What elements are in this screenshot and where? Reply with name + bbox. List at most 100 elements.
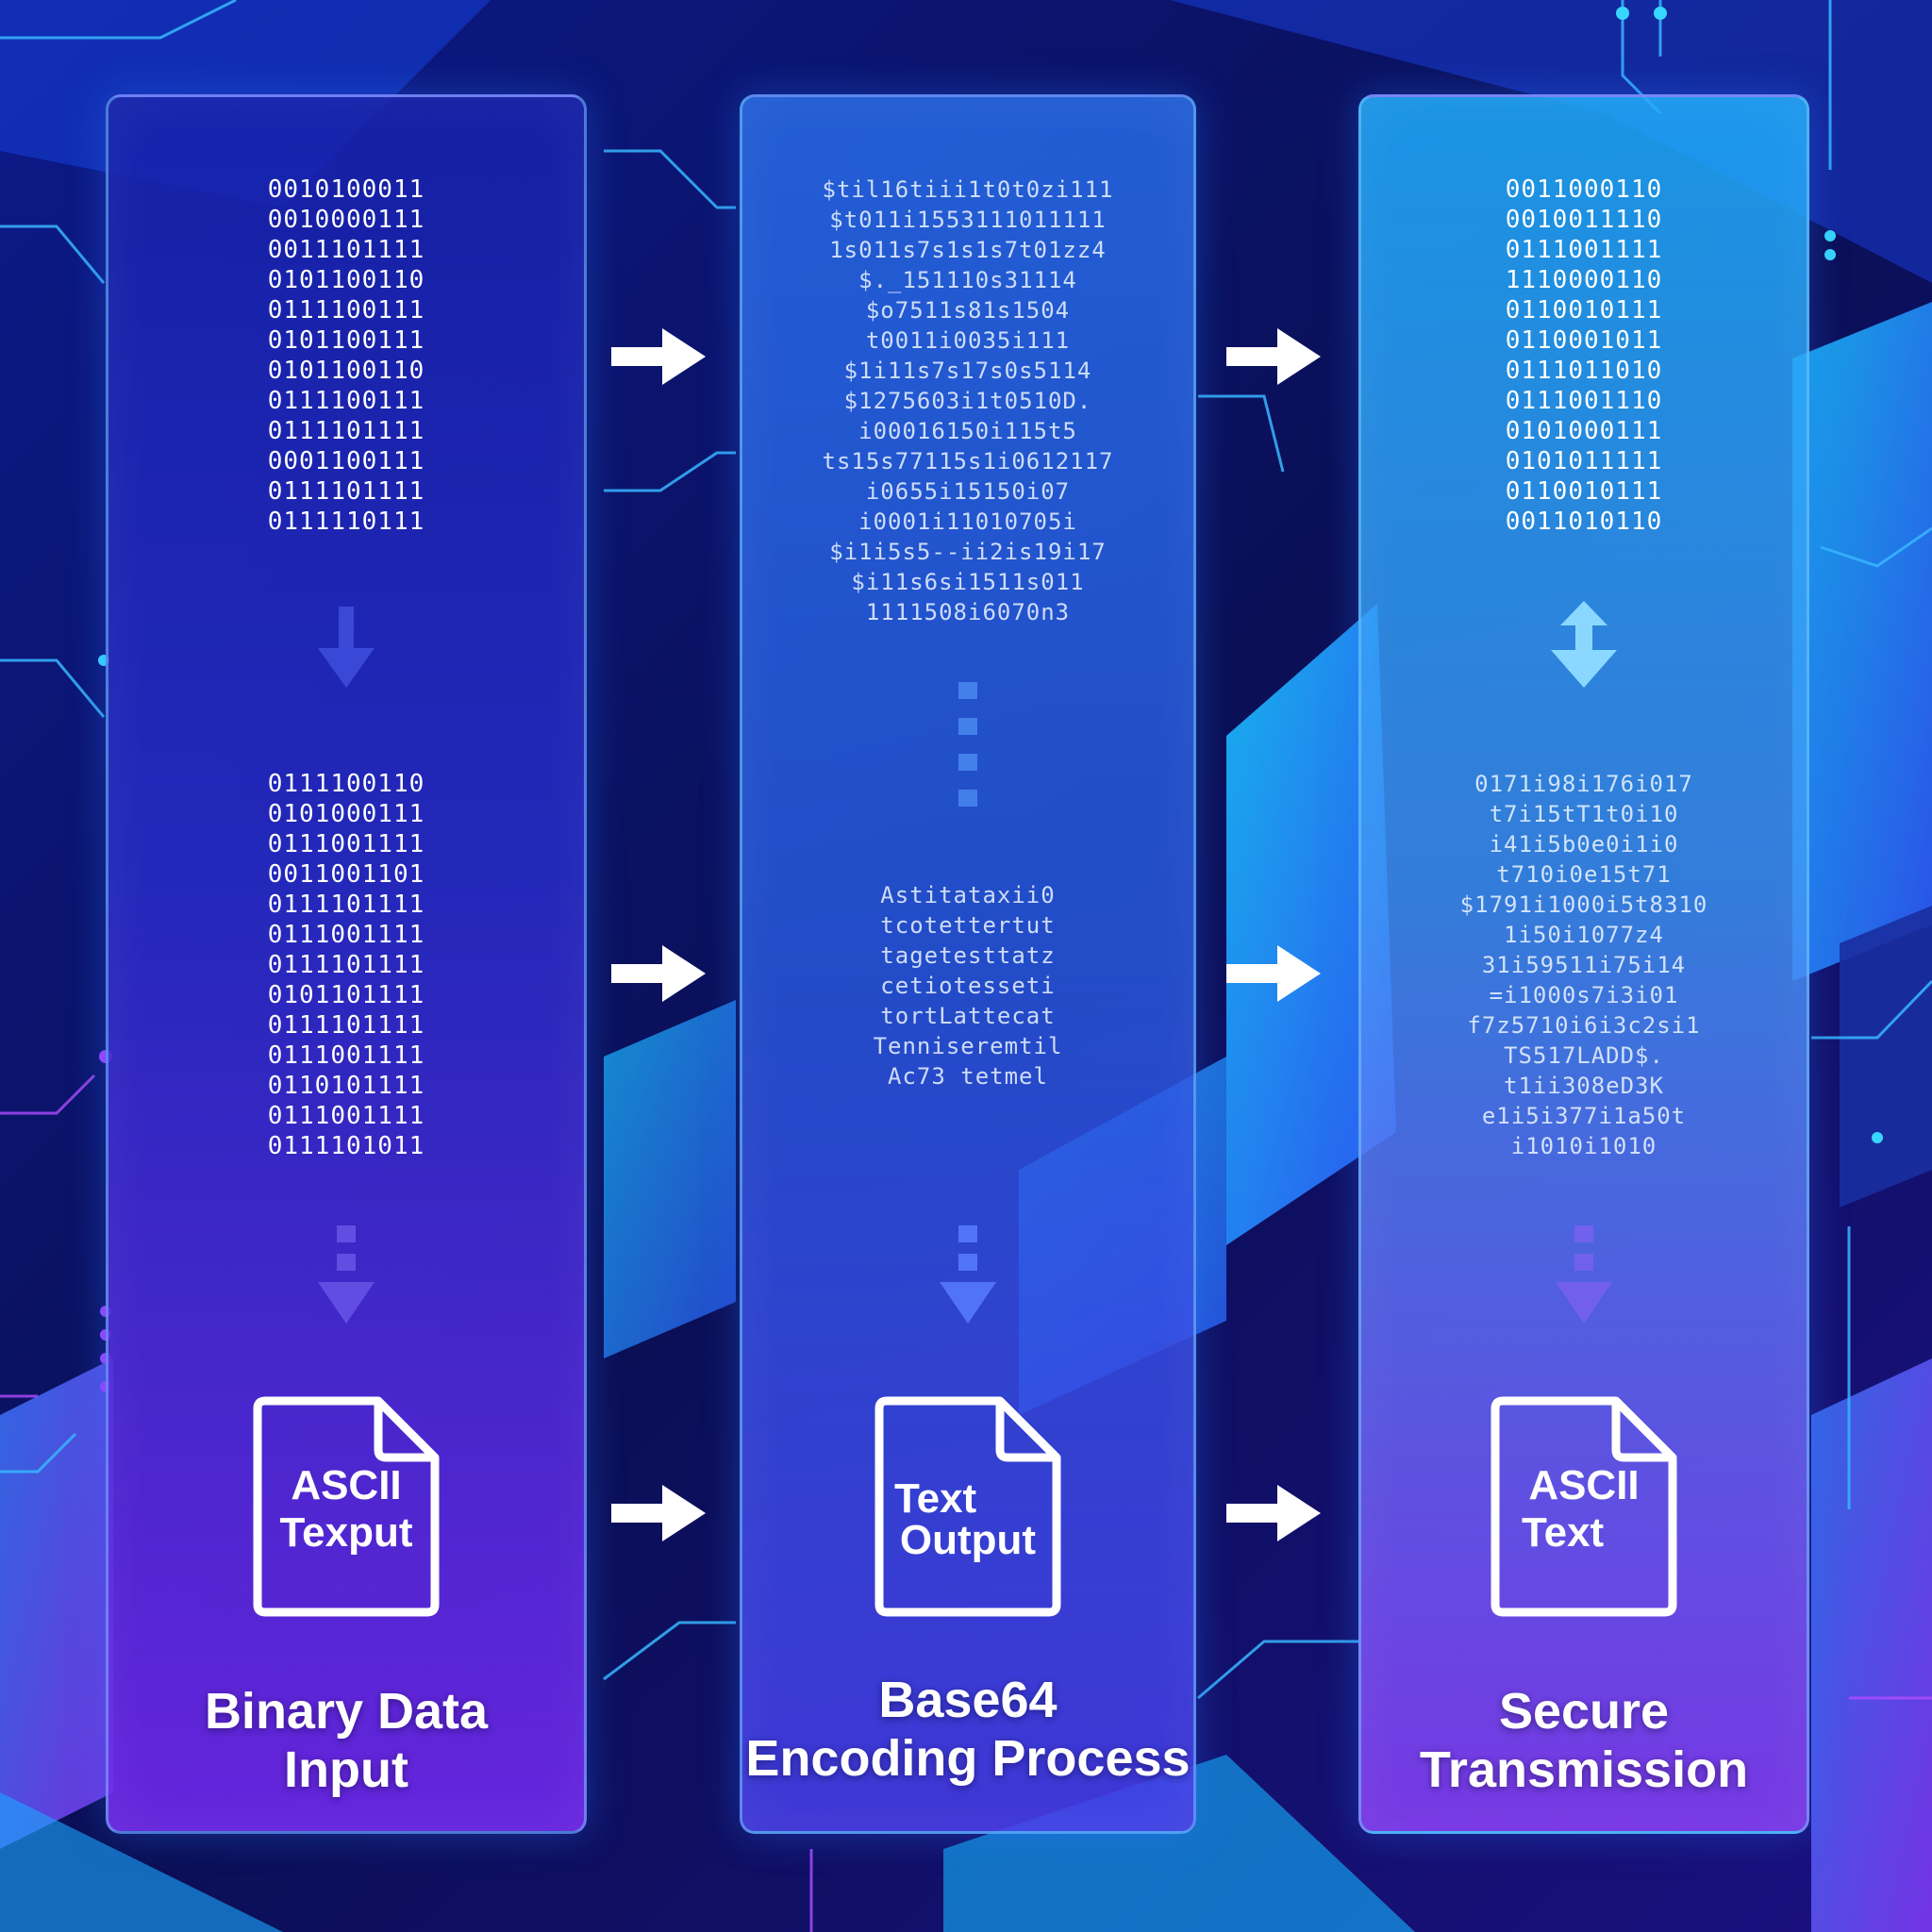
code-line: 0101100111 <box>267 326 425 355</box>
title-line2: Transmission <box>1419 1741 1749 1798</box>
file-label-line1: ASCII <box>1528 1462 1640 1508</box>
code-line: 1110000110 <box>1505 266 1663 294</box>
code-line: $1i11s7s17s0s5114 <box>843 358 1092 384</box>
code-line: 0111101011 <box>267 1132 425 1160</box>
code-line: 0111001111 <box>267 830 425 858</box>
encoded-code-block: $til16tiii1t0t0zi111 $t011i1553111011111 1… <box>742 175 1193 627</box>
text-file-icon: Text Output <box>874 1395 1062 1618</box>
code-line: t710i0e15t71 <box>1496 861 1672 888</box>
file-label-line2: Output <box>899 1517 1037 1563</box>
right-arrow-icon <box>1226 1485 1321 1541</box>
code-line: 1i50i1077z4 <box>1504 922 1664 948</box>
code-line: 31i59511i75i14 <box>1481 952 1687 978</box>
file-label-line1: Text <box>894 1475 977 1522</box>
right-arrow-icon <box>611 328 706 385</box>
code-line: 0111001110 <box>1505 387 1663 415</box>
code-line: Tenniseremtil <box>873 1033 1063 1059</box>
code-line: f7z5710i6i3c2si1 <box>1467 1012 1701 1039</box>
code-line: 0111001111 <box>267 1041 425 1070</box>
code-line: t7i15tT1t0i10 <box>1489 801 1679 827</box>
file-label-line1: ASCII <box>291 1462 402 1508</box>
code-line: Astitataxii0 <box>880 882 1056 908</box>
code-line: 0171i98i176i017 <box>1474 771 1693 797</box>
code-line: $o7511s81s1504 <box>865 297 1071 324</box>
code-line: 0111101111 <box>267 951 425 979</box>
code-line: $i11s6si1511s011 <box>851 569 1085 595</box>
code-line: $1791i1000i5t8310 <box>1459 891 1708 918</box>
code-line: 0111001111 <box>267 1102 425 1130</box>
code-line: 0110010111 <box>1505 296 1663 325</box>
code-line: 0111110111 <box>267 508 425 536</box>
title-line1: Base64 <box>878 1672 1058 1728</box>
code-line: 0011001101 <box>267 860 425 889</box>
code-line: 0101100110 <box>267 357 425 385</box>
encoded-code-block: 0171i98i176i017 t7i15tT1t0i10 i41i5b0e0i1i… <box>1361 769 1807 1161</box>
down-arrow-icon <box>318 1225 375 1329</box>
code-line: 0111100110 <box>267 770 425 798</box>
code-line: cetiotesseti <box>880 973 1056 999</box>
right-arrow-icon <box>1226 328 1321 385</box>
code-line: 0011000110 <box>1505 175 1663 204</box>
code-line: 0011010110 <box>1505 508 1663 536</box>
code-line: 0010100011 <box>267 175 425 204</box>
code-line: 0111101111 <box>267 417 425 445</box>
code-line: 0111101111 <box>267 891 425 919</box>
code-line: 0110010111 <box>1505 477 1663 506</box>
code-line: i41i5b0e0i1i0 <box>1489 831 1679 858</box>
down-arrow-icon <box>1551 601 1617 691</box>
code-line: $i1i5s5--ii2is19i17 <box>829 539 1107 565</box>
code-line: 0111101111 <box>267 477 425 506</box>
code-line: tcotettertut <box>880 912 1056 939</box>
code-line: 0101100110 <box>267 266 425 294</box>
title-line2: Input <box>284 1741 408 1798</box>
code-line: 0111001111 <box>267 921 425 949</box>
ascii-file-icon: ASCII Texput <box>252 1395 441 1618</box>
code-line: i0655i15150i07 <box>865 478 1071 505</box>
encoded-text-block: Astitataxii0 tcotettertut tagetesttatz ceti… <box>742 880 1193 1091</box>
code-line: 0111100111 <box>267 296 425 325</box>
title-line1: Binary Data <box>204 1683 489 1740</box>
file-label-line2: Texput <box>279 1509 413 1556</box>
title-line2: Encoding Process <box>745 1730 1191 1787</box>
right-arrow-icon <box>1226 945 1321 1002</box>
code-line: $1275603i1t0510D. <box>843 388 1092 414</box>
code-line: 0111101111 <box>267 1011 425 1040</box>
code-line: e1i5i377i1a50t <box>1481 1103 1687 1129</box>
right-arrow-icon <box>611 945 706 1002</box>
code-line: Ac73 tetmel <box>888 1063 1048 1090</box>
code-line: i00016150i115t5 <box>858 418 1077 444</box>
code-line: tagetesttatz <box>880 942 1056 969</box>
code-line: 0010011110 <box>1505 206 1663 234</box>
code-line: $til16tiii1t0t0zi111 <box>822 176 1114 203</box>
panel-title: Secure Transmission <box>1361 1682 1807 1799</box>
code-line: 0111011010 <box>1505 357 1663 385</box>
down-arrow-icon <box>1556 1225 1612 1329</box>
panel-title: Binary Data Input <box>108 1682 584 1799</box>
code-line: 0101101111 <box>267 981 425 1009</box>
code-line: 0101000111 <box>1505 417 1663 445</box>
code-line: 0001100111 <box>267 447 425 475</box>
ascii-file-icon: ASCII Text <box>1490 1395 1678 1618</box>
code-line: 0101000111 <box>267 800 425 828</box>
code-line: 0110001011 <box>1505 326 1663 355</box>
code-line: 1s011s7s1s1s7t01zz4 <box>829 237 1107 263</box>
code-line: TS517LADD$. <box>1504 1042 1664 1069</box>
right-arrow-icon <box>611 1485 706 1541</box>
code-line: 1111508i6070n3 <box>865 599 1071 625</box>
panel-base64-encoding: $til16tiii1t0t0zi111 $t011i1553111011111 1… <box>740 94 1196 1834</box>
file-label-line2: Text <box>1522 1509 1605 1556</box>
code-line: $._151110s31114 <box>858 267 1077 293</box>
code-line: i1010i1010 <box>1510 1133 1657 1159</box>
down-arrow-icon <box>940 1225 996 1329</box>
code-line: t0011i0035i111 <box>865 327 1071 354</box>
down-arrow-icon <box>318 607 375 691</box>
code-line: 0010000111 <box>267 206 425 234</box>
code-line: $t011i1553111011111 <box>829 207 1107 233</box>
dotted-separator-icon <box>954 682 982 814</box>
title-line1: Secure <box>1498 1683 1670 1740</box>
panel-title: Base64 Encoding Process <box>742 1671 1193 1788</box>
